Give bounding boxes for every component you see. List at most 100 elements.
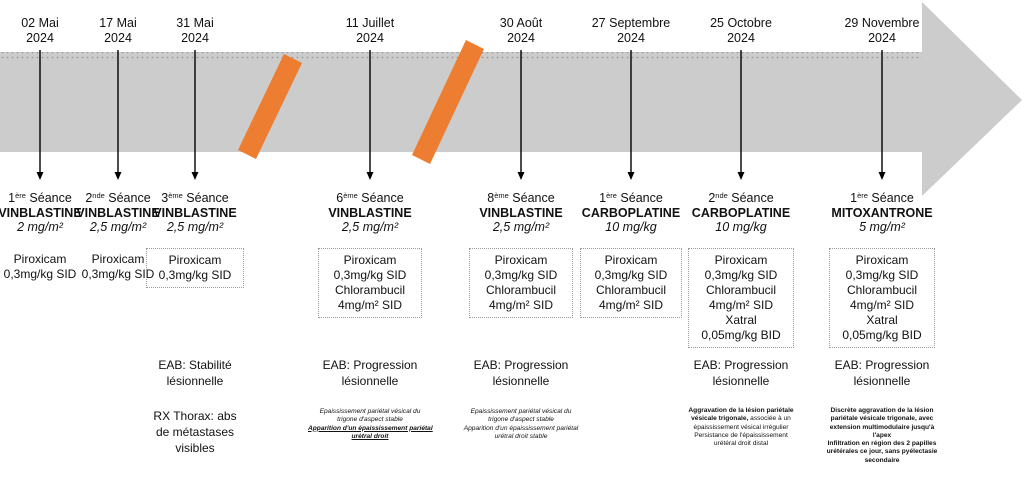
session-number: 1ère Séance [0, 191, 100, 206]
session-ordinal: 2 [85, 191, 93, 205]
medication-line: 4mg/m² SID [708, 298, 773, 312]
imaging-note-regular-part: associée à un [748, 415, 791, 423]
event-date-year: 2024 [26, 31, 54, 45]
session-ordinal-suffix: nde [92, 191, 105, 200]
imaging-note-text: urétérales ce jour, sans pyélectasie [826, 448, 938, 456]
session-ordinal-suffix: ère [857, 191, 868, 200]
session-ordinal-suffix: ème [168, 191, 183, 200]
session-word: Séance [357, 191, 404, 205]
imaging-note-text: urétral droit [351, 432, 389, 440]
medication-line: Chlorambucil [846, 283, 918, 297]
medication-line: Xatral [866, 313, 898, 327]
medication-line: Piroxicam [168, 253, 222, 267]
event-date-year: 2024 [181, 31, 209, 45]
eab-result-line: lésionnelle [166, 374, 224, 388]
medication-line: 0,3mg/kg SID [594, 268, 668, 282]
imaging-note-text: urétéral droit distal [713, 440, 769, 448]
imaging-note-line: extension multimodulaire jusqu'à [820, 424, 944, 432]
event-date-day: 30 Août [499, 16, 543, 30]
medication-line: Piroxicam [343, 253, 397, 267]
imaging-note-line: urétral droit stable [459, 433, 583, 441]
session-drug: VINBLASTINE [0, 205, 82, 220]
imaging-note-text: Epaississement pariétal vésical du [470, 408, 572, 415]
medication-line: 0,3mg/kg SID [845, 268, 919, 282]
medication-line: 0,3mg/kg SID [3, 267, 77, 281]
medication-line: 0,05mg/kg BID [701, 328, 781, 342]
session-dose: 2,5 mg/m² [341, 220, 399, 234]
medication-line: Piroxicam [494, 253, 548, 267]
eab-result-line: lésionnelle [492, 374, 550, 388]
date-connector-arrowhead [114, 172, 122, 180]
session-drug: CARBOPLATINE [581, 205, 681, 220]
imaging-note-line: Apparition d'un épaississement pariétal [459, 425, 583, 433]
session-drug: VINBLASTINE [153, 205, 237, 220]
session-dose: 2,5 mg/m² [166, 220, 224, 234]
session-word: Séance [727, 191, 774, 205]
medication-line: 4mg/m² SID [488, 298, 553, 312]
session-number: 6ème Séance [310, 191, 430, 206]
event-date-day: 17 Mai [99, 16, 137, 30]
imaging-note-text: Discrète aggravation de la lésion [830, 407, 934, 414]
medication-line: Piroxicam [855, 253, 909, 267]
imaging-note-text: Infiltration en région des 2 papilles [827, 440, 937, 448]
session-drug: CARBOPLATINE [691, 205, 791, 220]
session-ordinal-suffix: ème [343, 191, 358, 200]
event-date-day: 31 Mai [176, 16, 214, 30]
imaging-note-text: urétral droit stable [494, 432, 548, 440]
imaging-note-text: Apparition d'un épaississement pariétal [463, 424, 579, 432]
imaging-note-text: Aggravation de la lésion pariétale [688, 407, 794, 414]
event-date-year: 2024 [868, 31, 896, 45]
medication-line: 0,3mg/kg SID [158, 268, 232, 282]
session-word: Séance [104, 191, 151, 205]
eab-result-line: EAB: Progression [693, 358, 789, 372]
event-date-year: 2024 [507, 31, 535, 45]
session-dose: 5 mg/m² [859, 220, 905, 234]
event-date-year: 2024 [727, 31, 755, 45]
session-ordinal: 1 [599, 191, 607, 205]
event-date-day: 25 Octobre [710, 16, 772, 30]
session-number: 3ème Séance [135, 191, 255, 206]
imaging-note-line: pariétale vésicale trigonale, avec [820, 415, 944, 423]
imaging-note-line: épaississement vésical irrégulier [679, 424, 803, 432]
session-number: 2nde Séance [58, 191, 178, 206]
imaging-note-line: urétral droit [308, 433, 432, 441]
imaging-note-text: Apparition d'un épaississement pariétal [308, 424, 433, 432]
session-dose: 2 mg/m² [17, 220, 63, 234]
session-ordinal: 1 [850, 191, 858, 205]
eab-result-line: lésionnelle [853, 374, 911, 388]
imaging-note-line: l'apex [820, 432, 944, 440]
event-date-year: 2024 [104, 31, 132, 45]
session-drug: MITOXANTRONE [831, 205, 933, 220]
session-ordinal: 1 [8, 191, 16, 205]
date-connector-arrowhead [878, 172, 886, 180]
session-word: Séance [508, 191, 555, 205]
medication-line: Chlorambucil [705, 283, 777, 297]
date-connector-arrowhead [737, 172, 745, 180]
medication-line: 4mg/m² SID [849, 298, 914, 312]
session-number: 1ère Séance [822, 191, 942, 206]
session-ordinal: 6 [336, 191, 344, 205]
event-date-year: 2024 [356, 31, 384, 45]
imaging-note-text: extension multimodulaire jusqu'à [829, 423, 935, 431]
session-dose: 2,5 mg/m² [89, 220, 147, 234]
medication-line: 0,3mg/kg SID [333, 268, 407, 282]
session-number: 1ère Séance [571, 191, 691, 206]
